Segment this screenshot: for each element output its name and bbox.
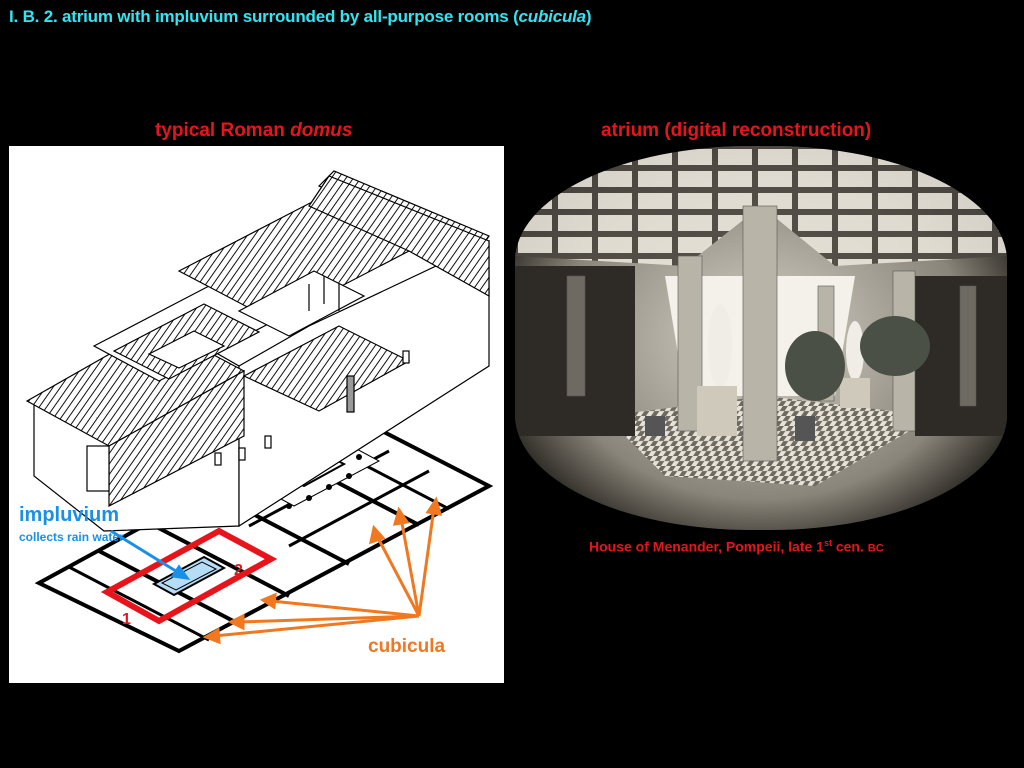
photo-source-credit: House of Menander, Pompeii, late 1st cen… <box>589 538 884 555</box>
house-volume <box>25 170 490 532</box>
cubicula-label: cubicula <box>368 636 446 657</box>
plants <box>645 316 930 441</box>
title-italic-term: cubicula <box>518 7 587 26</box>
cubicula-arrows <box>202 496 443 645</box>
statues <box>697 304 870 436</box>
impluvium-basin <box>151 555 227 597</box>
atrium-photo <box>515 146 1007 530</box>
domus-drawing <box>25 170 494 654</box>
source-mid: cen. <box>831 538 868 555</box>
source-era: BC <box>867 542 884 555</box>
windows <box>86 350 410 492</box>
marker-2: 2 <box>234 562 243 579</box>
impluvium-label: impluvium <box>19 504 120 526</box>
slide-title: I. B. 2. atrium with impluvium surrounde… <box>9 7 592 27</box>
source-ordinal: st <box>823 538 832 548</box>
atrium-reconstruction-photo <box>515 146 1007 530</box>
impluvium-note: collects rain water <box>19 530 124 544</box>
right-figure-caption: atrium (digital reconstruction) <box>601 120 872 141</box>
atrium-outline <box>100 527 278 625</box>
source-text: House of Menander, Pompeii, late 1 <box>589 538 824 555</box>
title-text: I. B. 2. atrium with impluvium surrounde… <box>9 7 519 26</box>
impluvium-arrow <box>110 529 191 580</box>
domus-isometric-diagram: impluvium collects rain water 2 1 cubicu… <box>9 146 504 683</box>
marker-1: 1 <box>122 611 131 628</box>
caption-text: typical Roman <box>155 120 291 141</box>
title-suffix: ) <box>585 7 592 26</box>
left-figure-caption: typical Roman domus <box>155 120 352 142</box>
caption-italic-term: domus <box>290 120 353 141</box>
